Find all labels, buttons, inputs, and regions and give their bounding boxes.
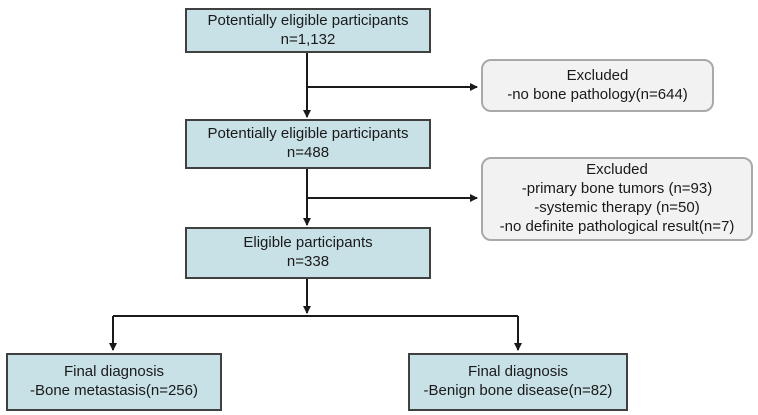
box-final-diagnosis-benign-bone-disease: Final diagnosis -Benign bone disease(n=8… xyxy=(408,353,628,411)
box-eligible-participants: Eligible participants n=338 xyxy=(185,227,431,279)
box-detail: -Bone metastasis(n=256) xyxy=(29,382,198,399)
excluded-title: Excluded xyxy=(586,161,648,179)
box-title: Potentially eligible participants xyxy=(207,125,409,143)
excluded-reason: -no bone pathology(n=644) xyxy=(507,85,688,103)
box-title: Final diagnosis xyxy=(467,363,569,381)
excluded-reason: -systemic therapy (n=50) xyxy=(534,199,700,216)
box-final-diagnosis-bone-metastasis: Final diagnosis -Bone metastasis(n=256) xyxy=(6,353,222,411)
box-potentially-eligible-2: Potentially eligible participants n=488 xyxy=(185,119,431,169)
box-count: n=1,132 xyxy=(280,30,336,48)
excluded-title: Excluded xyxy=(566,66,629,84)
box-count: n=338 xyxy=(286,253,330,270)
box-title: Eligible participants xyxy=(243,234,373,252)
box-excluded-2: Excluded -primary bone tumors (n=93) -sy… xyxy=(481,157,753,241)
box-detail: -Benign bone disease(n=82) xyxy=(423,382,613,399)
box-title: Potentially eligible participants xyxy=(207,11,409,29)
box-count: n=488 xyxy=(286,144,330,161)
excluded-reason: -no definite pathological result(n=7) xyxy=(499,217,735,235)
box-excluded-1: Excluded -no bone pathology(n=644) xyxy=(481,59,714,112)
excluded-reason: -primary bone tumors (n=93) xyxy=(521,180,713,198)
box-title: Final diagnosis xyxy=(63,363,165,381)
box-potentially-eligible-1: Potentially eligible participants n=1,13… xyxy=(185,8,431,53)
